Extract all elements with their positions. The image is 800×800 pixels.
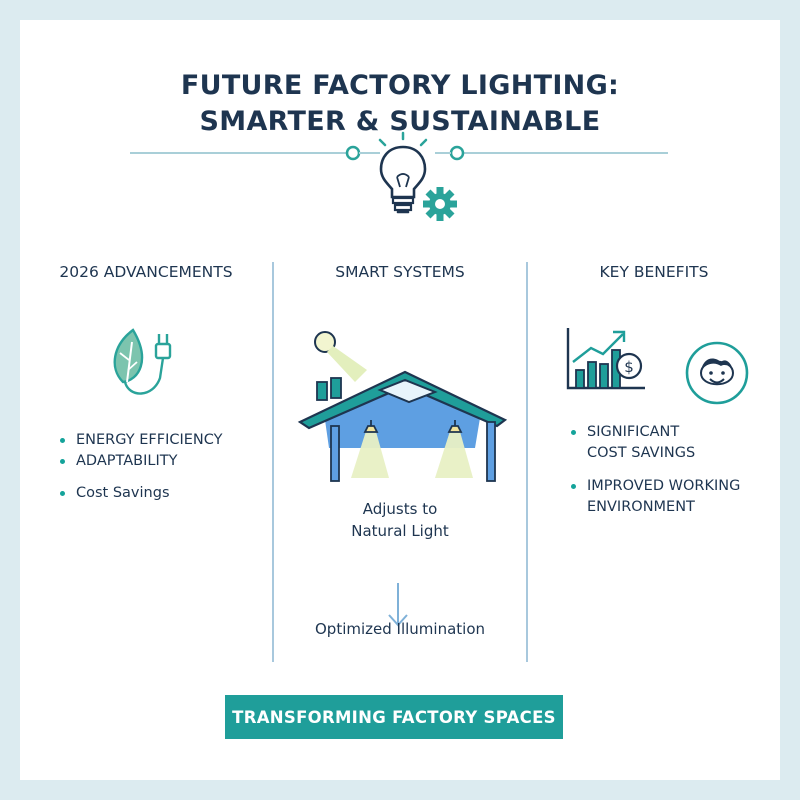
transforming-banner: TRANSFORMING FACTORY SPACES: [225, 695, 563, 739]
leaf-plug-icon: [113, 328, 172, 395]
list-item-line-1: SIGNIFICANT: [587, 424, 680, 440]
heading-key-benefits: KEY BENEFITS: [599, 263, 709, 281]
smiling-worker-icon: [685, 341, 749, 405]
list-item-line-2: COST SAVINGS: [587, 445, 696, 461]
smart-step-1: Adjusts to Natural Light: [274, 498, 526, 542]
title-line-1: FUTURE FACTORY LIGHTING:: [180, 70, 620, 101]
svg-text:$: $: [624, 358, 634, 376]
infographic-card: FUTURE FACTORY LIGHTING: SMARTER & SUSTA…: [20, 20, 780, 780]
heading-2026-advancements: 2026 ADVANCEMENTS: [59, 263, 233, 281]
growth-chart-icon: $: [566, 328, 645, 390]
step-1-line-1: Adjusts to: [362, 500, 438, 518]
header-rule-right: [458, 152, 668, 154]
page-title: FUTURE FACTORY LIGHTING: SMARTER & SUSTA…: [20, 68, 780, 140]
lightbulb-gear-icon: [345, 131, 465, 221]
list-item: SIGNIFICANT COST SAVINGS: [571, 422, 740, 464]
list-item: IMPROVED WORKING ENVIRONMENT: [571, 476, 740, 518]
step-1-line-2: Natural Light: [351, 522, 449, 540]
list-item: ADAPTABILITY: [60, 451, 222, 472]
list-item-line-1: IMPROVED WORKING: [587, 478, 741, 494]
smart-step-2: Optimized Illumination: [314, 620, 486, 638]
header-rule-left: [130, 152, 350, 154]
list-item: Cost Savings: [60, 483, 222, 504]
factory-skylight-icon: [297, 331, 508, 482]
column-divider-2: [526, 262, 528, 662]
column-divider-1: [272, 262, 274, 662]
title-line-2: SMARTER & SUSTAINABLE: [199, 106, 601, 137]
list-item: ENERGY EFFICIENCY: [60, 430, 222, 451]
list-item-line-2: ENVIRONMENT: [587, 499, 695, 515]
benefits-list: SIGNIFICANT COST SAVINGS IMPROVED WORKIN…: [571, 422, 740, 518]
advancements-list: ENERGY EFFICIENCY ADAPTABILITY Cost Savi…: [60, 430, 222, 504]
heading-smart-systems: SMART SYSTEMS: [335, 263, 465, 281]
arrow-down-icon: [388, 583, 408, 627]
